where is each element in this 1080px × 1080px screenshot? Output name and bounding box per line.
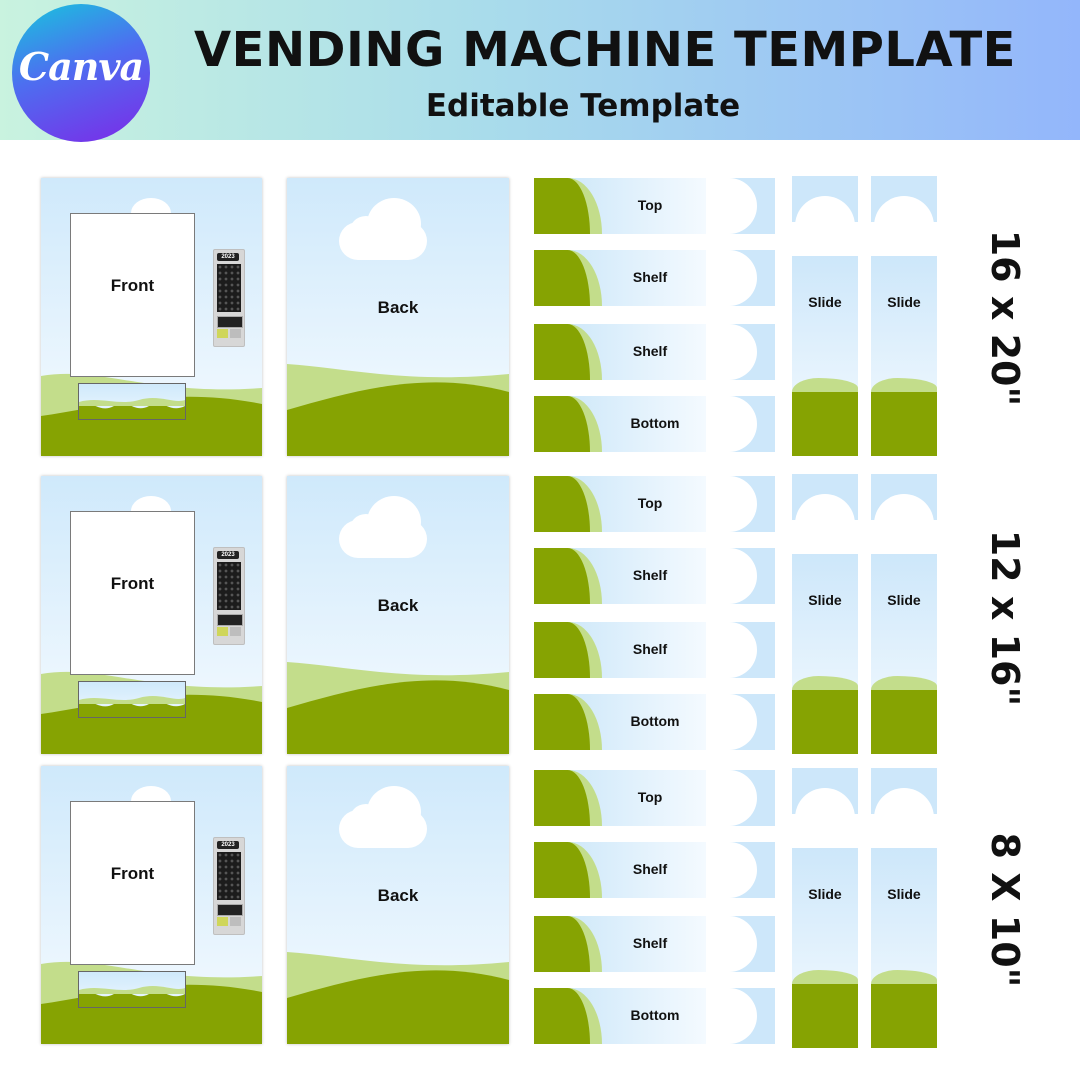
front-panel[interactable]: Front 2023 xyxy=(41,476,262,754)
slide-label: Slide xyxy=(808,886,842,902)
side-piece[interactable] xyxy=(729,988,775,1044)
front-label: Front xyxy=(110,574,155,593)
page-subtitle: Editable Template xyxy=(425,88,741,124)
dispense-tray xyxy=(78,383,186,420)
slide-label: Slide xyxy=(808,294,842,310)
side-piece[interactable] xyxy=(729,396,775,452)
cloud-shape xyxy=(339,198,427,260)
strip-label: Shelf xyxy=(632,641,668,657)
strip-label: Top xyxy=(637,495,663,511)
strip-label: Top xyxy=(637,789,663,805)
back-label: Back xyxy=(377,298,419,317)
slide-label: Slide xyxy=(887,294,921,310)
back-panel[interactable]: Back xyxy=(287,178,509,456)
size-label: 8 X 10" xyxy=(983,832,1027,988)
side-piece[interactable] xyxy=(729,324,775,380)
side-piece[interactable] xyxy=(729,476,775,532)
cloud-shape xyxy=(339,496,427,558)
strip-label: Bottom xyxy=(630,713,680,729)
strip-label: Shelf xyxy=(632,269,668,285)
front-label: Front xyxy=(110,276,155,295)
keypad-display: 2023 xyxy=(217,253,239,261)
slide-top-piece[interactable] xyxy=(871,474,937,520)
side-piece[interactable] xyxy=(729,548,775,604)
cloud-shape xyxy=(339,786,427,848)
slide-top-piece[interactable] xyxy=(792,176,858,222)
strip-bottom[interactable]: Bottom xyxy=(534,694,706,750)
front-panel[interactable]: Front 2023 xyxy=(41,178,262,456)
strip-shelf[interactable]: Shelf xyxy=(534,324,706,380)
side-piece[interactable] xyxy=(729,842,775,898)
strip-shelf[interactable]: Shelf xyxy=(534,916,706,972)
slide-panel[interactable]: Slide xyxy=(792,848,858,1048)
strip-top[interactable]: Top xyxy=(534,178,706,234)
slide-top-piece[interactable] xyxy=(871,768,937,814)
slide-panel[interactable]: Slide xyxy=(792,256,858,456)
canva-logo: Canva xyxy=(12,4,150,142)
keypad-display: 2023 xyxy=(217,551,239,559)
keypad-display: 2023 xyxy=(217,841,239,849)
strip-label: Shelf xyxy=(632,343,668,359)
strip-shelf[interactable]: Shelf xyxy=(534,250,706,306)
strip-label: Top xyxy=(637,197,663,213)
back-label: Back xyxy=(377,886,419,905)
slide-label: Slide xyxy=(887,886,921,902)
front-window: Front xyxy=(70,213,195,377)
strip-shelf[interactable]: Shelf xyxy=(534,842,706,898)
slide-label: Slide xyxy=(808,592,842,608)
dispense-tray xyxy=(78,971,186,1008)
side-piece[interactable] xyxy=(729,250,775,306)
hills-graphic xyxy=(287,662,509,754)
slide-panel[interactable]: Slide xyxy=(871,848,937,1048)
back-panel[interactable]: Back xyxy=(287,766,509,1044)
front-window: Front xyxy=(70,801,195,965)
front-panel[interactable]: Front 2023 xyxy=(41,766,262,1044)
size-label: 12 x 16" xyxy=(983,529,1027,707)
side-piece[interactable] xyxy=(729,178,775,234)
strip-label: Bottom xyxy=(630,1007,680,1023)
strip-top[interactable]: Top xyxy=(534,476,706,532)
header-banner: Canva VENDING MACHINE TEMPLATE Editable … xyxy=(0,0,1080,142)
strip-shelf[interactable]: Shelf xyxy=(534,622,706,678)
strip-bottom[interactable]: Bottom xyxy=(534,396,706,452)
slide-label: Slide xyxy=(887,592,921,608)
side-piece[interactable] xyxy=(729,770,775,826)
front-window: Front xyxy=(70,511,195,675)
slide-top-piece[interactable] xyxy=(792,474,858,520)
back-panel[interactable]: Back xyxy=(287,476,509,754)
strip-label: Shelf xyxy=(632,861,668,877)
back-label: Back xyxy=(377,596,419,615)
side-piece[interactable] xyxy=(729,622,775,678)
slide-panel[interactable]: Slide xyxy=(792,554,858,754)
keypad-graphic: 2023 xyxy=(213,547,245,645)
keypad-graphic: 2023 xyxy=(213,837,245,935)
strip-top[interactable]: Top xyxy=(534,770,706,826)
logo-text: Canva xyxy=(18,44,144,89)
hills-graphic xyxy=(287,364,509,456)
size-label: 16 x 20" xyxy=(983,229,1027,407)
slide-panel[interactable]: Slide xyxy=(871,256,937,456)
side-piece[interactable] xyxy=(729,916,775,972)
strip-shelf[interactable]: Shelf xyxy=(534,548,706,604)
dispense-tray xyxy=(78,681,186,718)
hills-graphic xyxy=(287,952,509,1044)
side-piece[interactable] xyxy=(729,694,775,750)
strip-bottom[interactable]: Bottom xyxy=(534,988,706,1044)
slide-panel[interactable]: Slide xyxy=(871,554,937,754)
page-title: VENDING MACHINE TEMPLATE xyxy=(194,22,1016,78)
front-label: Front xyxy=(110,864,155,883)
slide-top-piece[interactable] xyxy=(792,768,858,814)
slide-top-piece[interactable] xyxy=(871,176,937,222)
strip-label: Bottom xyxy=(630,415,680,431)
keypad-graphic: 2023 xyxy=(213,249,245,347)
strip-label: Shelf xyxy=(632,567,668,583)
strip-label: Shelf xyxy=(632,935,668,951)
